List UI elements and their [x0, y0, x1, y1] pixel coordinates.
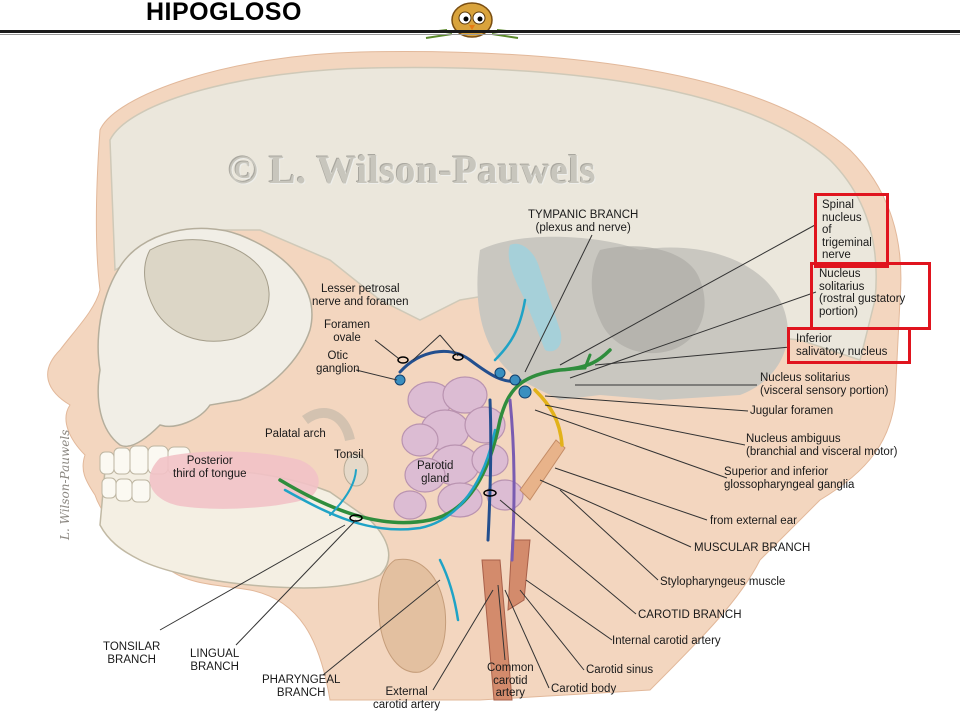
leader-lines [159, 224, 817, 691]
tongue [149, 451, 319, 509]
label-from-external-ear: from external ear [710, 515, 797, 527]
tonsilar-nerve [329, 469, 357, 516]
blue-nerve-down [486, 398, 493, 542]
brainstem-nerve-green [558, 353, 592, 372]
label-tonsil: Tonsil [334, 449, 364, 461]
label-stylopharyngeus: Stylopharyngeus muscle [660, 576, 786, 588]
nerve-pathways [278, 298, 612, 622]
artist-signature: L. Wilson-Pauwels [58, 429, 72, 540]
label-jugular-foramen: Jugular foramen [750, 405, 834, 417]
header-rule [0, 30, 960, 33]
cyan-nerve-lingual [283, 428, 497, 531]
blue-nerve-main [398, 349, 522, 383]
label-carotid-sinus: Carotid sinus [586, 664, 654, 676]
label-muscular-branch: MUSCULAR BRANCH [694, 542, 811, 554]
owl-mascot-icon [425, 2, 519, 39]
label-carotid-branch: CAROTID BRANCH [638, 609, 742, 621]
label-palatal-arch: Palatal arch [265, 428, 326, 440]
palatal-arch-shape [302, 407, 355, 442]
label-carotid-body: Carotid body [551, 683, 617, 695]
header-rule-secondary [0, 34, 960, 35]
label-internal-carotid: Internal carotid artery [612, 635, 721, 647]
orbit [144, 239, 270, 342]
label-nucleus-ambiguus: Nucleus ambiguus(branchial and visceral … [746, 433, 898, 458]
page-title: HIPOGLOSO [146, 0, 302, 26]
stylopharyngeus-shape [519, 439, 566, 501]
label-nucleus-solitarius-visceral: Nucleus solitarius(visceral sensory port… [760, 372, 889, 397]
purple-nerve [508, 398, 516, 562]
ganglia [394, 367, 532, 399]
cyan-nerve-tympanic [493, 298, 527, 362]
foramen-rings [349, 353, 497, 522]
copyright-watermark: © L. Wilson-Pauwels [228, 147, 596, 192]
cyan-nerve-pharyngeal [438, 558, 460, 622]
label-tympanic-branch: TYMPANIC BRANCH(plexus and nerve) [528, 209, 639, 234]
pharyngeal-muscles [378, 558, 447, 673]
cerebellum [591, 246, 705, 354]
yellow-nerve [533, 388, 564, 447]
